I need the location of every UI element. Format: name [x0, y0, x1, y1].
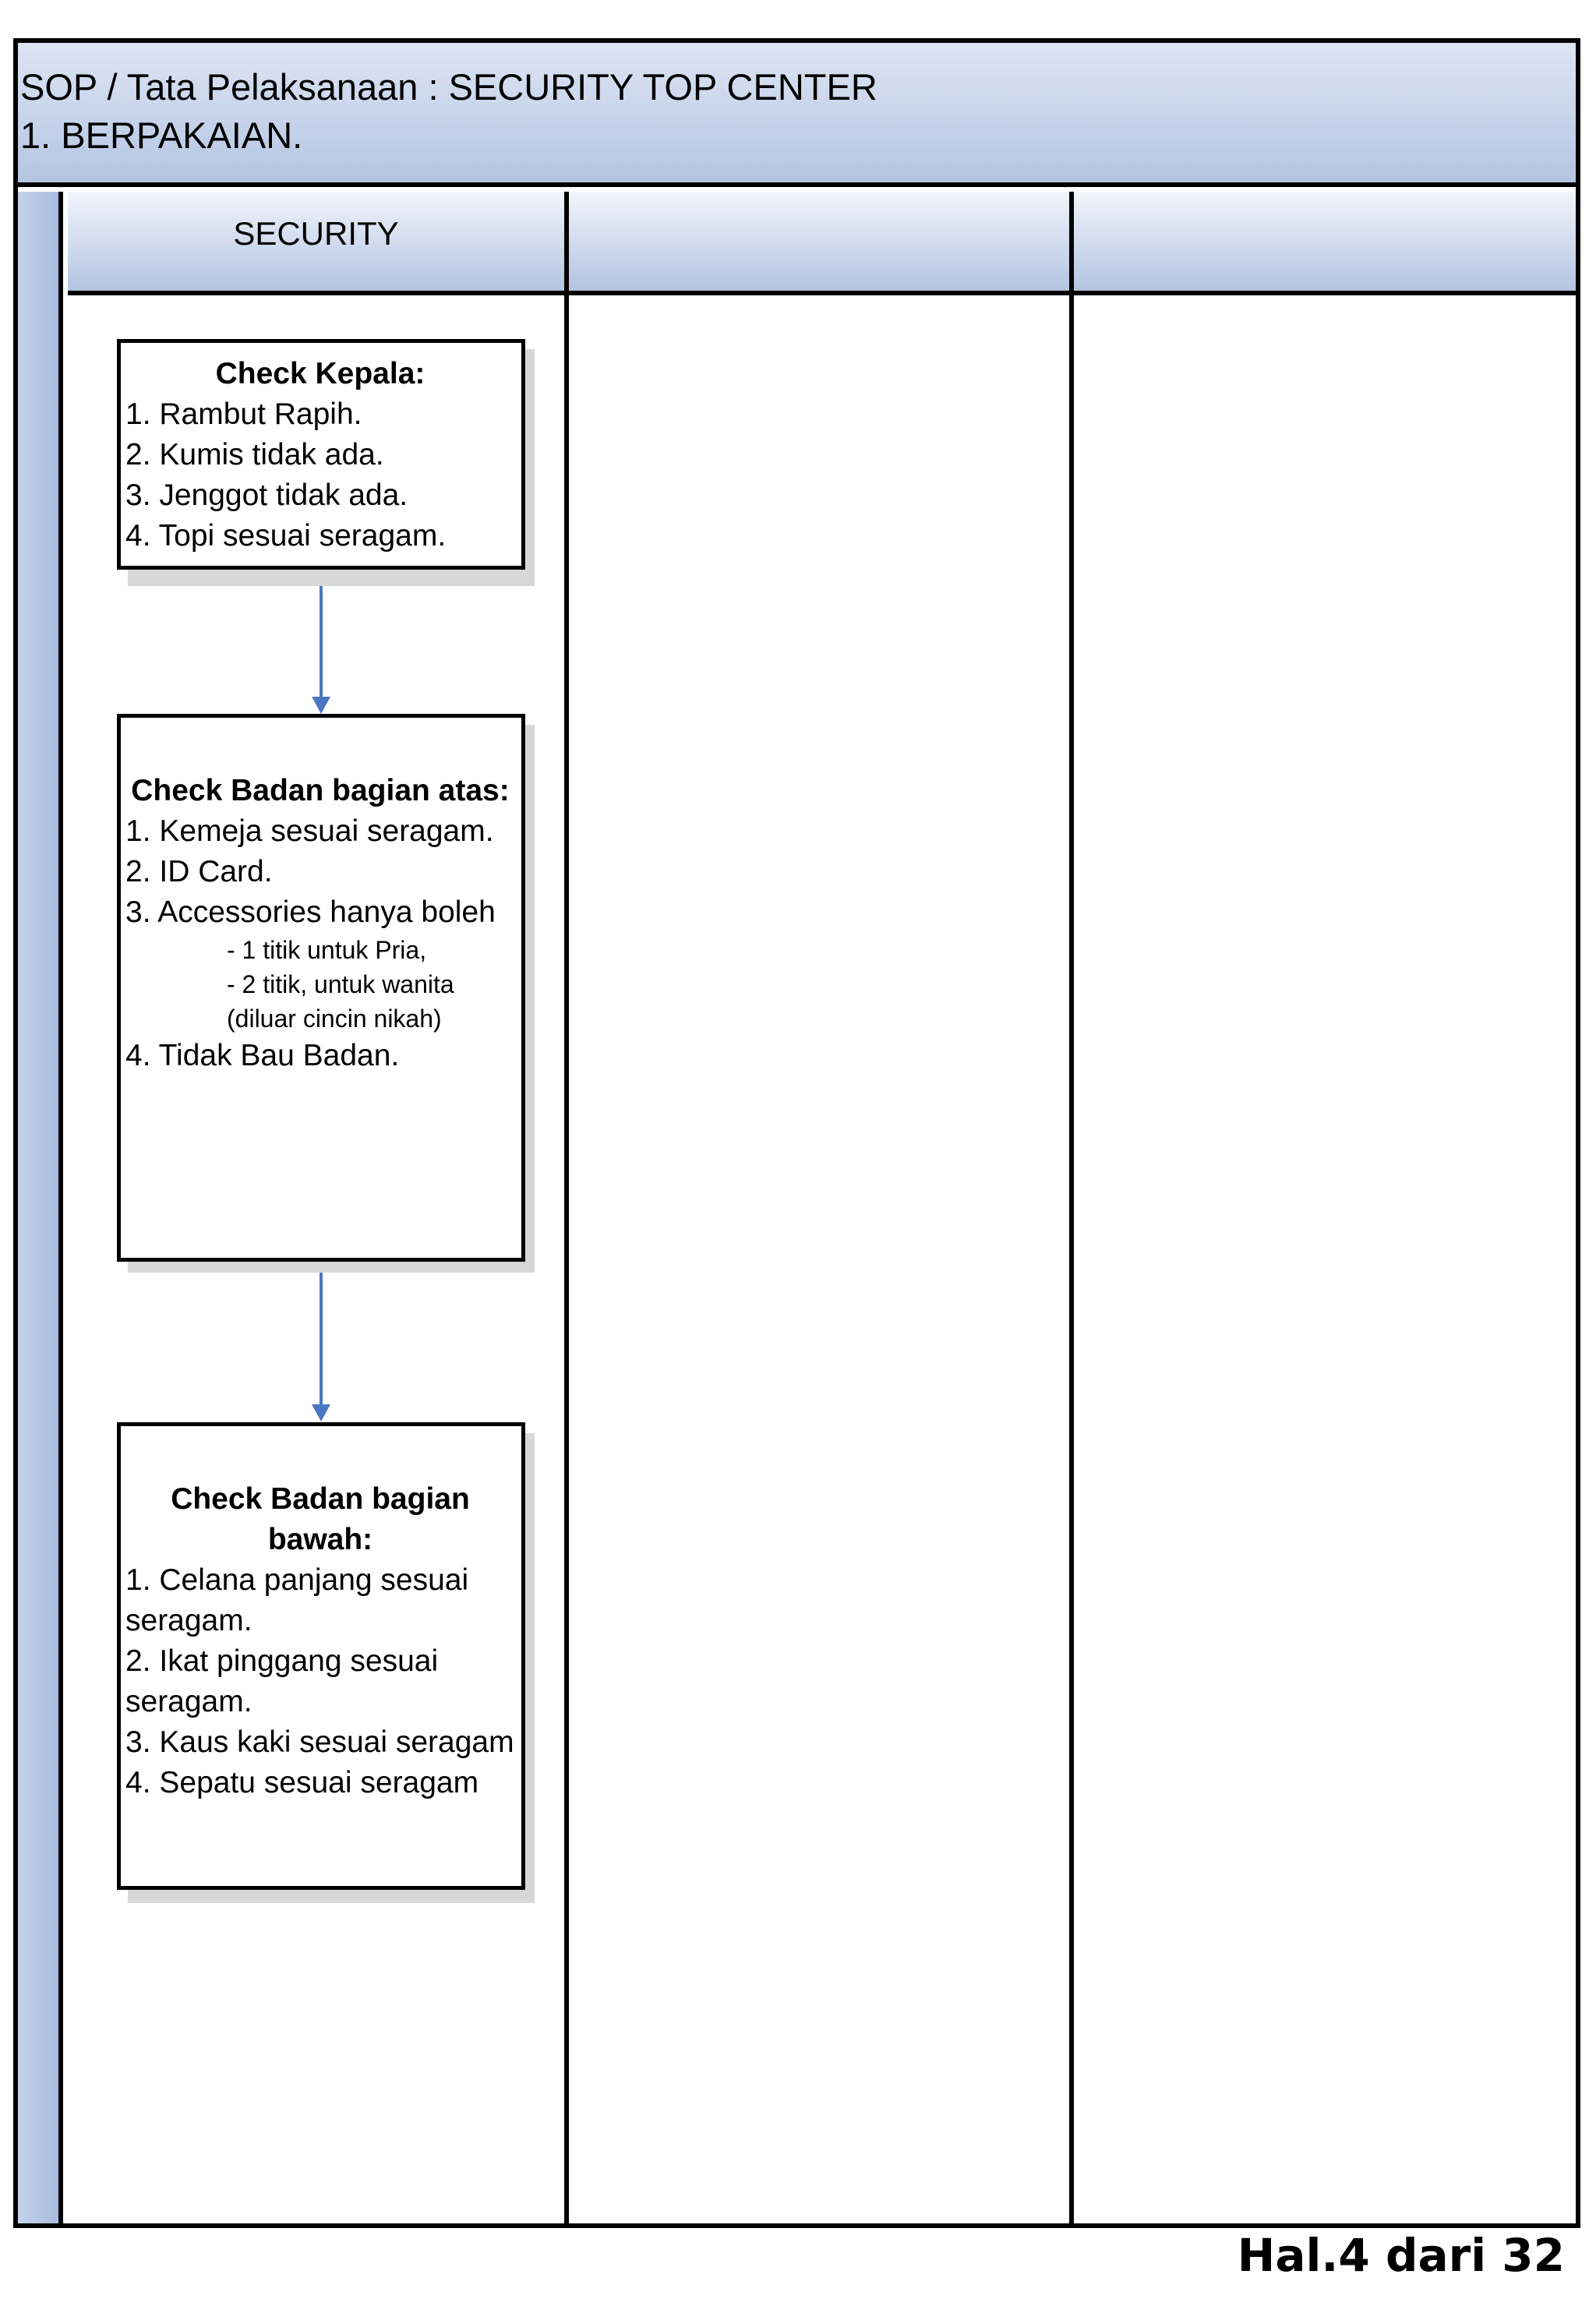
step-2-subitem-3: (diluar cincin nikah): [227, 1005, 442, 1033]
step-1-item-3: 3. Jenggot tidak ada.: [125, 479, 408, 512]
step-1-box: Check Kepala: 1. Rambut Rapih. 2. Kumis …: [117, 339, 525, 570]
lane-divider-1: [564, 192, 569, 2223]
lane-label-security: SECURITY: [233, 214, 399, 252]
step-3-item-1: 1. Celana panjang sesuai seragam.: [125, 1563, 469, 1637]
step-3-item-4: 4. Sepatu sesuai seragam: [125, 1766, 479, 1799]
lane-divider-2: [1069, 192, 1074, 2223]
step-1-item-2: 2. Kumis tidak ada.: [125, 438, 384, 471]
step-2-item-1: 1. Kemeja sesuai seragam.: [125, 814, 494, 848]
step-3-heading: Check Badan bagian bawah:: [171, 1482, 470, 1556]
step-2-heading: Check Badan bagian atas:: [131, 774, 510, 807]
step-2-item-3: 3. Accessories hanya boleh: [125, 895, 496, 929]
step-2-subitem-1: - 1 titik untuk Pria,: [227, 936, 427, 964]
step-3-box: Check Badan bagian bawah: 1. Celana panj…: [117, 1422, 525, 1890]
step-3-item-2: 2. Ikat pinggang sesuai seragam.: [125, 1644, 439, 1718]
step-1-heading: Check Kepala:: [215, 357, 425, 390]
step-2-box: Check Badan bagian atas: 1. Kemeja sesua…: [117, 714, 525, 1262]
step-1-item-4: 4. Topi sesuai seragam.: [125, 519, 447, 553]
connector-step1-step2: [312, 569, 330, 714]
pool-side-strip: [18, 192, 63, 2223]
diagram-subtitle: 1. BERPAKAIAN.: [20, 115, 303, 156]
page-number: Hal.4 dari 32: [1237, 2229, 1565, 2282]
step-2-subitem-2: - 2 titik, untuk wanita: [227, 970, 454, 998]
step-2-item-4: 4. Tidak Bau Badan.: [125, 1039, 400, 1072]
lane-header-3: [1074, 192, 1576, 295]
lane-header-2: [569, 192, 1069, 295]
step-2-item-2: 2. ID Card.: [125, 855, 273, 888]
lane-header-security: SECURITY: [68, 192, 564, 295]
diagram-title: SOP / Tata Pelaksanaan : SECURITY TOP CE…: [20, 66, 877, 108]
step-3-item-3: 3. Kaus kaki sesuai seragam: [125, 1725, 514, 1759]
connector-step2-step3: [312, 1261, 330, 1421]
step-1-item-1: 1. Rambut Rapih.: [125, 397, 362, 431]
title-band: [18, 43, 1576, 187]
